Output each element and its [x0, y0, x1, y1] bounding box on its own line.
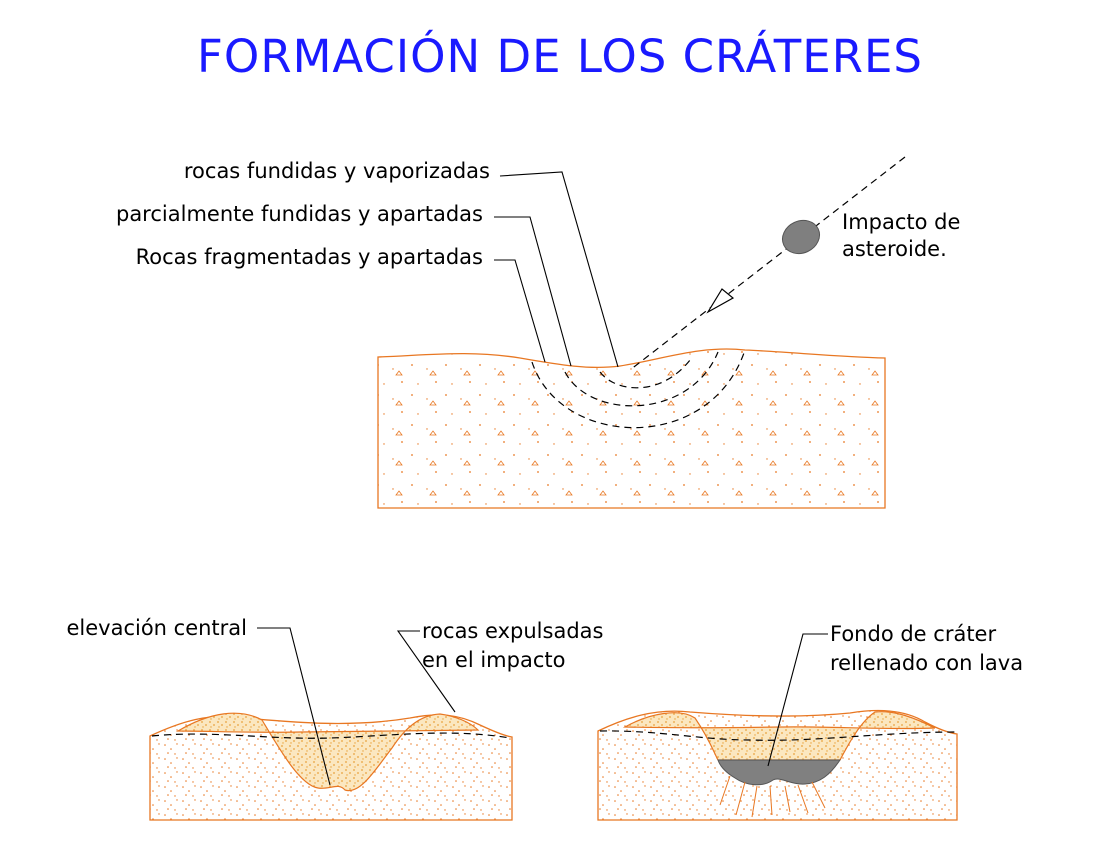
- original-surface: [151, 732, 511, 739]
- trajectory-arrow-icon: [706, 288, 735, 314]
- trajectory-line: [629, 156, 906, 371]
- leader-ejecta: [396, 630, 456, 713]
- label-fragmented: Rocas fragmentadas y apartadas: [136, 245, 483, 269]
- zone-fragmented-boundary: [531, 349, 746, 429]
- leader-lava-floor: [767, 633, 828, 767]
- ground-block: [377, 348, 886, 509]
- label-floor-line2: rellenado con lava: [830, 651, 1023, 675]
- leader-central-uplift: [257, 627, 331, 786]
- zone-melted-boundary: [599, 359, 691, 389]
- original-surface: [599, 730, 958, 741]
- leader-fragmented: [494, 259, 546, 363]
- label-partial: parcialmente fundidas y apartadas: [116, 202, 483, 226]
- label-ejecta-line1: rocas expulsadas: [422, 619, 603, 643]
- label-impact-line1: Impacto de: [842, 210, 960, 234]
- impact-cross-section: rocas fundidas y vaporizadas parcialment…: [116, 156, 960, 509]
- page-title: FORMACIÓN DE LOS CRÁTERES: [197, 30, 923, 83]
- label-central-uplift: elevación central: [66, 616, 247, 640]
- label-impact-line2: asteroide.: [842, 237, 947, 261]
- zone-partial-boundary: [564, 351, 719, 407]
- lava-fill: [717, 759, 841, 786]
- leader-melted: [499, 171, 619, 368]
- breccia-lens: [175, 712, 480, 792]
- fracture-rays: [719, 775, 826, 818]
- label-melted: rocas fundidas y vaporizadas: [184, 159, 490, 183]
- label-floor-line1: Fondo de cráter: [830, 622, 996, 646]
- label-ejecta-line2: en el impacto: [422, 648, 565, 672]
- leader-partial: [494, 216, 572, 367]
- asteroid-icon: [782, 219, 820, 255]
- lava-filled-crater: Fondo de cráter rellenado con lava: [597, 622, 1023, 821]
- crater-with-central-uplift: elevación central rocas expulsadas en el…: [66, 616, 603, 821]
- breccia-lens: [622, 711, 936, 761]
